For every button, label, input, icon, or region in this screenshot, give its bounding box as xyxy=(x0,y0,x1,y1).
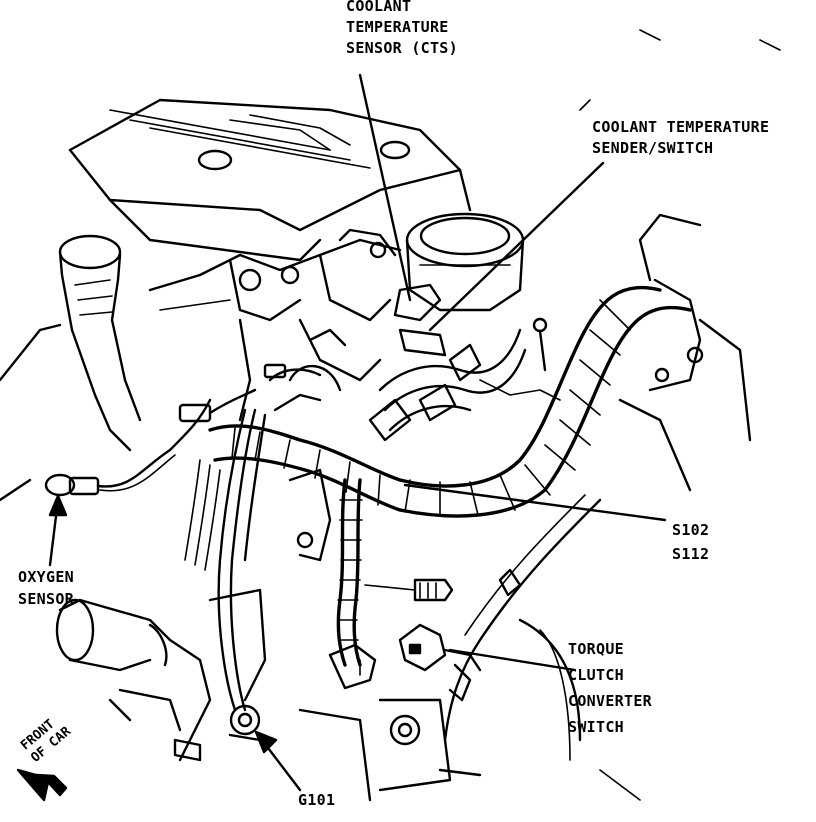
main-harness xyxy=(208,213,752,667)
valve-cover xyxy=(68,29,781,262)
oxygen-sensor xyxy=(44,398,212,497)
label-coolant-temperature-sensor: COOLANT TEMPERATURE SENSOR (CTS) xyxy=(346,0,458,57)
transmission-lines xyxy=(443,494,641,801)
splice-leader xyxy=(403,483,667,522)
connector-cluster xyxy=(368,328,561,442)
cts-leader xyxy=(358,73,412,302)
tcc-leader xyxy=(448,648,577,672)
front-arrow-icon xyxy=(16,768,68,802)
intake-manifold xyxy=(148,228,402,422)
label-splices: S102 S112 xyxy=(672,521,710,563)
label-coolant-temperature-sender: COOLANT TEMPERATURE SENDER/SWITCH xyxy=(592,118,770,157)
label-ground-g101: G101 xyxy=(298,791,336,809)
leader-lines xyxy=(48,73,667,792)
ground-wires xyxy=(178,363,322,742)
filler-tube xyxy=(0,234,142,502)
label-tcc-switch: TORQUE CLUTCH CONVERTER SWITCH xyxy=(568,640,652,736)
sender-leader xyxy=(428,161,605,332)
label-oxygen-sensor: OXYGEN SENSOR xyxy=(18,568,74,608)
lower-pipe xyxy=(55,588,267,762)
lower-block xyxy=(298,698,482,802)
tcc-switch xyxy=(328,623,482,702)
bracket-bolt xyxy=(288,468,454,602)
